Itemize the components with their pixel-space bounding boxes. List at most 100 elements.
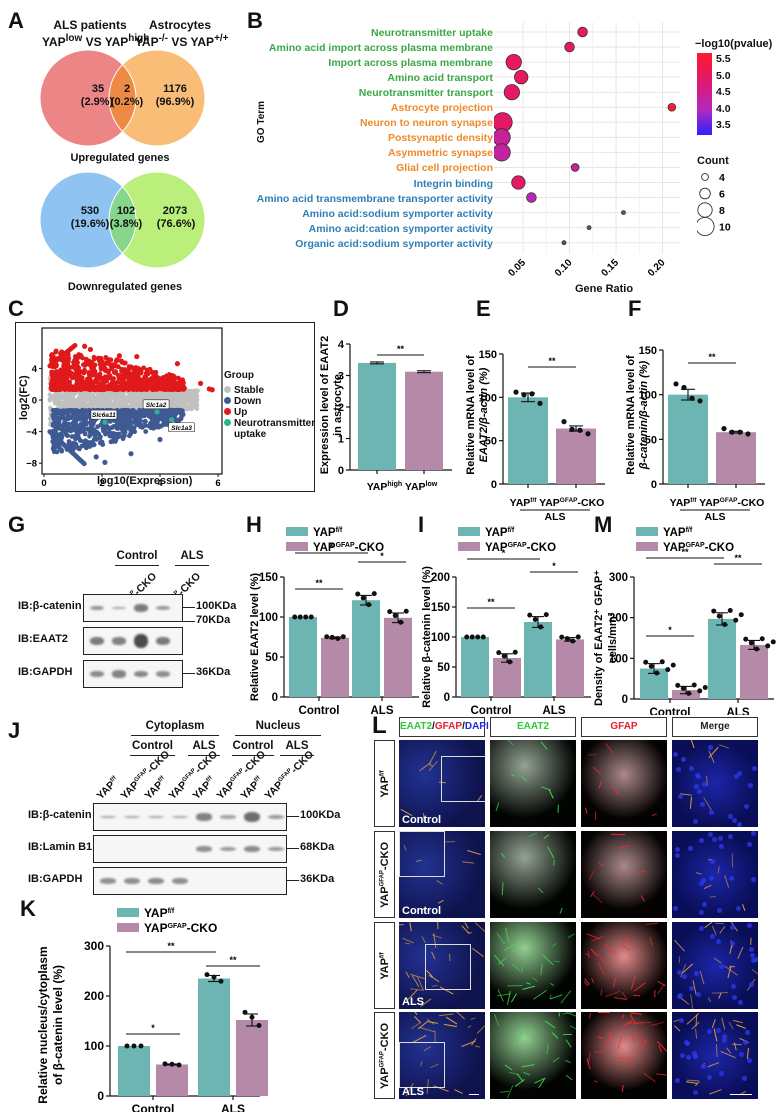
go-size-legend-title: Count — [697, 155, 729, 167]
blot-group-label: ALS — [180, 550, 204, 562]
nucleus — [712, 836, 718, 842]
svg-text:Relative mRNA level of: Relative mRNA level of — [465, 355, 477, 475]
svg-text:10: 10 — [719, 222, 731, 234]
blot-band — [156, 671, 170, 677]
zoom-inset-box — [399, 831, 445, 877]
svg-text:100: 100 — [259, 612, 278, 624]
nucleus — [709, 934, 715, 940]
go-term-label: Integrin binding — [413, 177, 493, 190]
venn-up-overlap-count: 2 — [123, 83, 131, 95]
go-term-label: Postsynaptic density — [387, 132, 493, 145]
blot-band — [172, 815, 188, 819]
svg-text:cells/mm²: cells/mm² — [607, 612, 619, 663]
svg-text:YAPhigh YAPlow: YAPhigh YAPlow — [367, 481, 438, 493]
blot-band — [134, 633, 148, 649]
go-term-label: Neurotransmitter uptake — [371, 27, 493, 39]
filament — [592, 893, 603, 904]
filament — [585, 807, 588, 814]
svg-text:200: 200 — [84, 989, 104, 1003]
ma-y-axis-label: log2(FC) — [18, 375, 30, 420]
svg-text:0.20: 0.20 — [646, 257, 668, 279]
filament — [412, 1012, 417, 1016]
filament — [421, 936, 427, 944]
nucleus — [698, 910, 704, 916]
svg-text:−4: −4 — [26, 427, 38, 438]
venn-upregulated — [39, 50, 206, 147]
nucleus — [746, 1057, 752, 1063]
nucleus — [673, 905, 679, 911]
filament — [569, 1025, 576, 1033]
filament — [476, 1025, 485, 1035]
svg-text:**: ** — [229, 955, 237, 965]
nucleus — [698, 880, 704, 886]
svg-text:*: * — [668, 625, 672, 635]
filament — [520, 775, 527, 782]
filament — [500, 853, 506, 859]
filament — [511, 964, 520, 972]
filament — [466, 850, 481, 856]
blot-membrane — [83, 594, 183, 622]
venn-up-left-pct: (2.9%) — [80, 96, 114, 108]
svg-text:**: ** — [734, 553, 742, 563]
blot-band — [148, 815, 164, 819]
nucleus — [737, 821, 743, 827]
blot-subgroup-underline — [130, 755, 175, 756]
filament — [592, 766, 602, 774]
filament — [652, 812, 658, 816]
nucleus — [742, 1076, 747, 1082]
svg-text:0: 0 — [651, 479, 657, 491]
filament — [495, 802, 499, 812]
nucleus — [681, 974, 687, 980]
molecular-weight-marker: 68KDa — [300, 841, 335, 853]
blot-band — [220, 846, 236, 852]
svg-text:Relative EAAT2 level (%): Relative EAAT2 level (%) — [249, 573, 261, 702]
filament — [630, 1033, 636, 1043]
molecular-weight-marker: 36KDa — [300, 873, 335, 885]
venn-up-right-pct: (96.9%) — [155, 96, 195, 108]
go-term-label: Astrocyte projection — [390, 102, 493, 115]
filament — [399, 923, 404, 926]
svg-text:0.05: 0.05 — [506, 257, 528, 279]
filament — [474, 922, 485, 934]
ma-legend-item: Down — [224, 396, 261, 407]
channel-name: DAPI — [464, 721, 489, 732]
nucleus — [700, 878, 706, 884]
filament — [527, 831, 538, 837]
nucleus — [747, 842, 753, 847]
condition-label: ALS — [402, 1086, 424, 1098]
filament — [699, 970, 705, 985]
filament — [542, 834, 549, 840]
go-term-label: Import across plasma membrane — [328, 57, 493, 70]
nucleus — [731, 995, 737, 1001]
blot-antibody-label: IB:Lamin B1 — [28, 841, 93, 853]
svg-text:in astrocyte: in astrocyte — [332, 374, 344, 436]
nucleus — [718, 836, 724, 842]
marker-tick — [287, 880, 299, 881]
filament — [541, 954, 553, 966]
filament — [504, 1064, 513, 1071]
blot-subgroup-underline — [232, 755, 274, 756]
micrograph-tile — [490, 740, 576, 827]
svg-text:**: ** — [708, 352, 716, 362]
filament — [436, 922, 439, 930]
filament — [510, 993, 517, 1003]
svg-text:β-catenin/β-actin (%): β-catenin/β-actin (%) — [638, 360, 650, 470]
venn-down-overlap-count: 102 — [116, 205, 136, 217]
micrograph-tile — [490, 1012, 576, 1099]
svg-text:100: 100 — [84, 1039, 104, 1053]
filament — [709, 1088, 722, 1095]
nucleus — [729, 940, 735, 946]
svg-text:0: 0 — [491, 479, 497, 491]
venn-left-title: ALS patients — [53, 18, 127, 32]
condition-label: Control — [402, 814, 442, 826]
filament — [525, 982, 531, 985]
filament — [591, 977, 595, 984]
filament — [474, 1045, 480, 1048]
nucleus — [736, 905, 742, 911]
filament — [733, 1020, 743, 1024]
svg-text:8: 8 — [719, 205, 725, 217]
venn-left-subtitle: YAPlow VS YAPhigh — [42, 33, 150, 49]
